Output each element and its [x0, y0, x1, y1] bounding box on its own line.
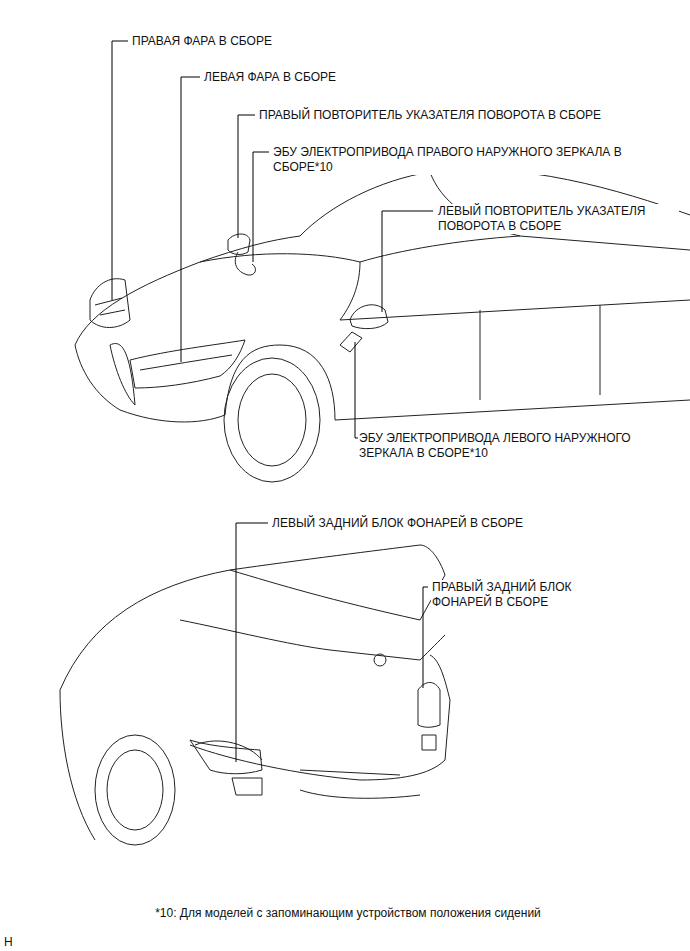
part-label: ЛЕВЫЙ ЗАДНИЙ БЛОК ФОНАРЕЙ В СБОРЕ [271, 516, 524, 531]
footnote: *10: Для моделей с запоминающим устройст… [2, 906, 690, 921]
page-mark: H [3, 935, 14, 950]
part-label: ПРАВАЯ ФАРА В СБОРЕ [131, 34, 273, 49]
part-label: ЛЕВЫЙ ПОВТОРИТЕЛЬ УКАЗАТЕЛЯ ПОВОРОТА В С… [437, 204, 679, 234]
part-label: ПРАВЫЙ ПОВТОРИТЕЛЬ УКАЗАТЕЛЯ ПОВОРОТА В … [258, 108, 610, 123]
part-label: ЛЕВАЯ ФАРА В СБОРЕ [203, 70, 337, 85]
part-label: ЭБУ ЭЛЕКТРОПРИВОДА ПРАВОГО НАРУЖНОГО ЗЕР… [272, 145, 634, 175]
part-label: ЭБУ ЭЛЕКТРОПРИВОДА ЛЕВОГО НАРУЖНОГО ЗЕРК… [358, 431, 686, 461]
part-label: ПРАВЫЙ ЗАДНИЙ БЛОК ФОНАРЕЙ В СБОРЕ [431, 580, 603, 610]
